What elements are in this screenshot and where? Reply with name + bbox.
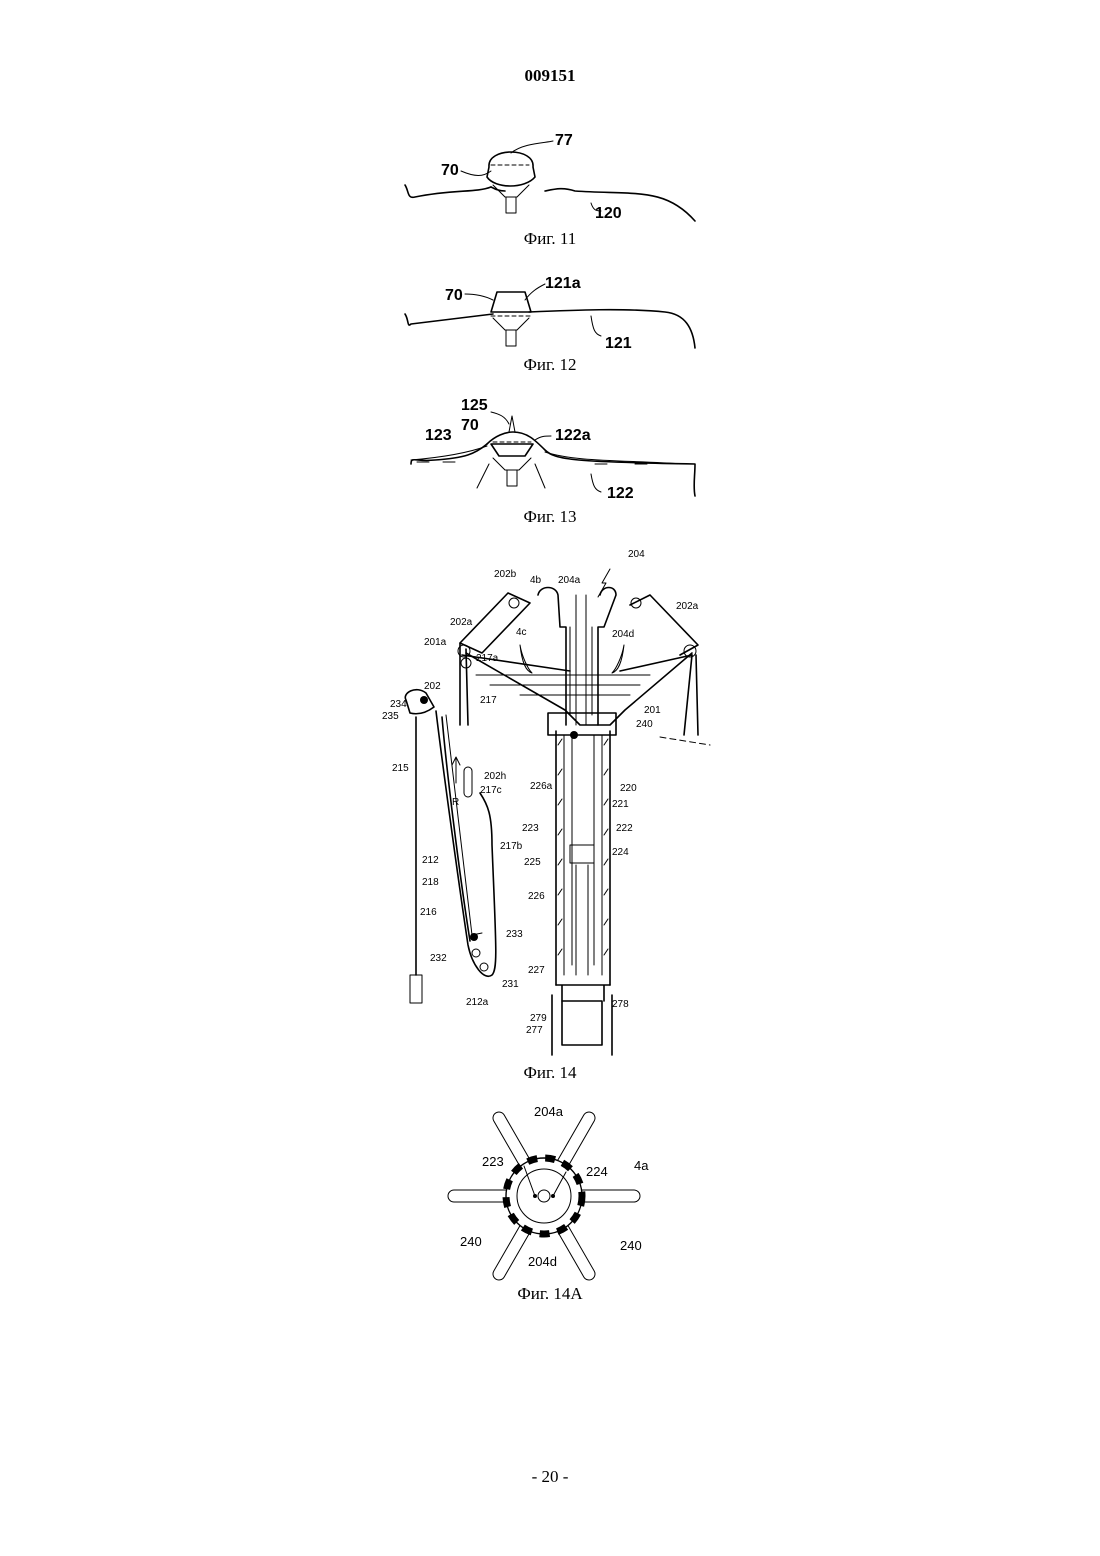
fig14-label-221: 221 [612, 799, 629, 810]
fig12-label-70: 70 [445, 287, 463, 304]
fig13-label-70: 70 [461, 417, 479, 434]
fig11-label-70: 70 [441, 162, 459, 179]
fig14-label-216: 216 [420, 907, 437, 918]
fig13-label-122: 122 [607, 485, 634, 502]
fig14-label-4b: 4b [530, 575, 542, 586]
fig13-label-123: 123 [425, 427, 452, 444]
fig14-label-202a-left: 202a [450, 617, 473, 628]
fig14a-label-204a: 204a [534, 1104, 564, 1119]
fig14-label-234: 234 [390, 699, 407, 710]
fig13-label-125: 125 [461, 397, 488, 414]
document-number: 009151 [0, 66, 1100, 86]
page-number: - 20 - [0, 1467, 1100, 1487]
fig14-label-224: 224 [612, 847, 629, 858]
fig14a-label-240-left: 240 [460, 1234, 482, 1249]
fig14-label-202: 202 [424, 681, 441, 692]
fig14-label-218: 218 [422, 877, 439, 888]
fig14-label-204d: 204d [612, 629, 634, 640]
fig14-label-223: 223 [522, 823, 539, 834]
fig14-label-279: 279 [530, 1013, 547, 1024]
figure-11-drawing: 77 70 120 [395, 125, 705, 230]
fig14-label-232: 232 [430, 953, 447, 964]
figure-11-caption: Фиг. 11 [0, 229, 1100, 249]
figure-12-caption: Фиг. 12 [0, 355, 1100, 375]
figure-14a-caption: Фиг. 14A [0, 1284, 1100, 1304]
fig14-label-226: 226 [528, 891, 545, 902]
fig11-label-120: 120 [595, 205, 622, 222]
figure-13-drawing: 125 70 123 122a 122 [395, 392, 705, 504]
figure-13-caption: Фиг. 13 [0, 507, 1100, 527]
fig14-label-212a: 212a [466, 997, 489, 1008]
fig14-label-201a: 201a [424, 637, 447, 648]
fig12-label-121a: 121a [545, 275, 581, 292]
fig14-label-202a-right: 202a [676, 601, 699, 612]
fig14-label-r: R [452, 797, 459, 808]
figure-12-drawing: 70 121a 121 [395, 272, 705, 357]
fig14-label-202b: 202b [494, 569, 517, 580]
fig11-label-77: 77 [555, 132, 573, 149]
fig14-label-222: 222 [616, 823, 633, 834]
figure-14-caption: Фиг. 14 [0, 1063, 1100, 1083]
fig14-label-217c: 217c [480, 785, 502, 796]
fig14-label-278: 278 [612, 999, 629, 1010]
fig12-label-121: 121 [605, 335, 632, 352]
fig14-label-215: 215 [392, 763, 409, 774]
fig14-label-217a: 217a [476, 653, 499, 664]
fig14-label-212: 212 [422, 855, 439, 866]
fig14-label-227: 227 [528, 965, 545, 976]
fig14a-label-4a: 4a [634, 1158, 649, 1173]
fig14-label-220: 220 [620, 783, 637, 794]
fig13-label-122a: 122a [555, 427, 591, 444]
fig14a-label-204d: 204d [528, 1254, 557, 1269]
fig14-label-235: 235 [382, 711, 399, 722]
fig14-label-226a: 226a [530, 781, 553, 792]
fig14-label-217: 217 [480, 695, 497, 706]
fig14-label-277: 277 [526, 1025, 543, 1036]
fig14-label-4c: 4c [516, 627, 527, 638]
fig14-label-204a: 204a [558, 575, 581, 586]
figure-14a-drawing: 204a 223 224 4a 240 240 204d [440, 1100, 660, 1285]
figure-14-drawing: 204 202b 4b 204a 202a 202a 4c 204d 201a … [380, 545, 720, 1065]
fig14-label-201: 201 [644, 705, 661, 716]
fig14-label-233: 233 [506, 929, 523, 940]
fig14-label-231: 231 [502, 979, 519, 990]
fig14-label-240: 240 [636, 719, 653, 730]
fig14a-label-223: 223 [482, 1154, 504, 1169]
fig14-label-225: 225 [524, 857, 541, 868]
fig14a-label-240-right: 240 [620, 1238, 642, 1253]
fig14a-label-224: 224 [586, 1164, 608, 1179]
fig14-label-217b: 217b [500, 841, 523, 852]
fig14-label-204: 204 [628, 549, 645, 560]
fig14-label-202h: 202h [484, 771, 506, 782]
